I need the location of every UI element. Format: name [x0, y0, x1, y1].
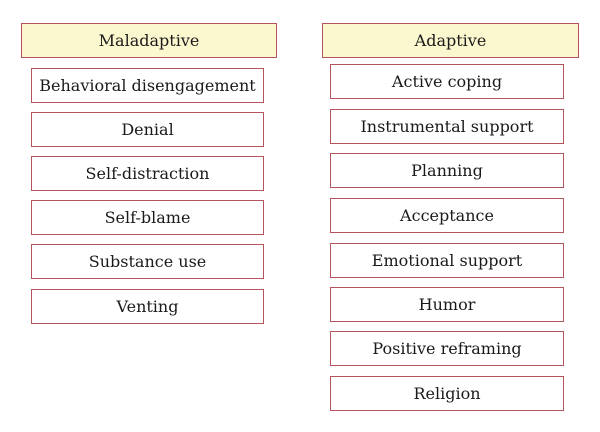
adaptive-item-religion: Religion — [330, 376, 564, 411]
adaptive-item-positive-reframing: Positive reframing — [330, 331, 564, 366]
adaptive-item-acceptance: Acceptance — [330, 198, 564, 233]
adaptive-item-label: Positive reframing — [372, 338, 522, 358]
adaptive-item-label: Religion — [413, 383, 481, 403]
adaptive-item-label: Instrumental support — [360, 116, 534, 136]
maladaptive-item-self-distraction: Self-distraction — [31, 156, 264, 191]
maladaptive-item-label: Behavioral disengagement — [39, 75, 256, 95]
adaptive-item-label: Humor — [418, 294, 476, 314]
maladaptive-item-label: Venting — [116, 296, 179, 316]
maladaptive-item-denial: Denial — [31, 112, 264, 147]
maladaptive-item-label: Self-distraction — [85, 163, 210, 183]
adaptive-item-label: Planning — [411, 160, 483, 180]
adaptive-item-humor: Humor — [330, 287, 564, 322]
maladaptive-item-behavioral-disengagement: Behavioral disengagement — [31, 68, 264, 103]
adaptive-item-planning: Planning — [330, 153, 564, 188]
maladaptive-item-venting: Venting — [31, 289, 264, 324]
adaptive-item-active-coping: Active coping — [330, 64, 564, 99]
adaptive-item-label: Emotional support — [371, 250, 523, 270]
maladaptive-item-self-blame: Self-blame — [31, 200, 264, 235]
maladaptive-header-label: Maladaptive — [98, 30, 200, 50]
adaptive-header-label: Adaptive — [414, 30, 487, 50]
adaptive-item-label: Active coping — [391, 71, 503, 91]
adaptive-header: Adaptive — [322, 23, 579, 58]
adaptive-item-instrumental-support: Instrumental support — [330, 109, 564, 144]
maladaptive-header: Maladaptive — [21, 23, 277, 58]
maladaptive-item-label: Denial — [121, 119, 174, 139]
adaptive-item-label: Acceptance — [400, 205, 494, 225]
maladaptive-item-substance-use: Substance use — [31, 244, 264, 279]
maladaptive-item-label: Self-blame — [104, 207, 191, 227]
maladaptive-item-label: Substance use — [88, 251, 207, 271]
adaptive-item-emotional-support: Emotional support — [330, 243, 564, 278]
